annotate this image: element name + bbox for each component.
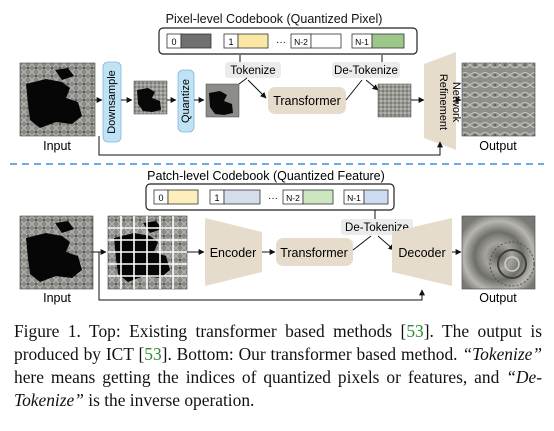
caption-text: ]. Bottom: Our transformer based method.: [161, 344, 463, 364]
caption-text: here means getting the indices of quanti…: [14, 367, 507, 387]
top-quantized-image: [205, 83, 240, 118]
cell-index: 1: [228, 37, 233, 47]
arrow: [247, 79, 267, 99]
top-output-image: [461, 62, 536, 137]
bottom-transformer-label: Transformer: [280, 246, 348, 260]
caption-text: is the inverse operation.: [83, 390, 255, 410]
encoder-block: [205, 218, 262, 286]
cell-swatch: [180, 33, 212, 49]
cell-index: N-2: [294, 37, 308, 47]
skip-connection-arrow: [98, 136, 443, 156]
top-de-tokenize-tag: [332, 62, 400, 78]
cell-swatch: [167, 189, 199, 205]
quantize-pill: Quantize: [177, 69, 195, 133]
cell-index: 1: [214, 193, 219, 203]
arrow: [238, 77, 248, 85]
bottom-input-label: Input: [43, 291, 71, 305]
top-codebook-cell-1: 1: [223, 33, 269, 49]
top-codebook-cell-0: 0: [166, 33, 212, 49]
codebook-ellipsis: ···: [276, 37, 286, 48]
downsample-label: Downsample: [106, 70, 118, 134]
cell-swatch: [223, 189, 261, 205]
patch-grid-image: [107, 215, 188, 290]
cell-index: 0: [171, 37, 176, 47]
tokenize-tag: [225, 62, 281, 78]
cell-index: N-1: [347, 193, 361, 203]
citation-link[interactable]: 53: [144, 344, 162, 364]
cell-swatch: [310, 33, 342, 49]
cell-swatch: [363, 189, 389, 205]
top-input-image: [19, 62, 96, 137]
top-codebook-cell-n1: N-1: [351, 33, 405, 49]
cell-index: N-1: [355, 37, 369, 47]
arrow: [352, 235, 372, 251]
top-codebook-cell-n2: N-2: [290, 33, 342, 49]
arrow: [345, 79, 363, 101]
caption-term-tokenize: “Tokenize”: [462, 344, 542, 364]
figure-diagram: Pixel-level Codebook (Quantized Pixel) 0…: [10, 12, 544, 305]
caption-text: Top: Existing transformer based methods …: [80, 321, 407, 341]
refinement-line1: Refinement: [437, 74, 449, 130]
codebook-ellipsis: ···: [268, 193, 278, 204]
downsample-pill: Downsample: [102, 61, 122, 143]
caption-text: ]. The output is produced by ICT [: [14, 321, 543, 364]
encoder-label: Encoder: [210, 246, 257, 260]
bottom-transformer-block: [276, 238, 353, 266]
decoder-label: Decoder: [398, 246, 445, 260]
top-detokenized-image: [377, 83, 412, 118]
cell-swatch: [371, 33, 405, 49]
bottom-output-image: [461, 215, 536, 290]
top-codebook-title: Pixel-level Codebook (Quantized Pixel): [166, 12, 383, 26]
top-input-label: Input: [43, 139, 71, 153]
bottom-de-tokenize-tag: [341, 219, 413, 235]
bottom-codebook-cell-0: 0: [153, 189, 199, 205]
bottom-de-tokenize-label: De-Tokenize: [345, 222, 409, 234]
bottom-input-image: [19, 215, 94, 290]
bottom-codebook-title: Patch-level Codebook (Quantized Feature): [147, 169, 385, 183]
caption-figure-number: Figure 1.: [14, 321, 81, 341]
decoder-block: [392, 218, 452, 286]
bottom-codebook-cell-1: 1: [209, 189, 261, 205]
citation-link[interactable]: 53: [406, 321, 424, 341]
arrow: [365, 79, 379, 91]
refinement-network-block: Refinement Network: [424, 52, 462, 150]
quantize-label: Quantize: [180, 79, 192, 123]
arrow: [377, 235, 395, 251]
cell-index: N-2: [286, 193, 300, 203]
refinement-line2: Network: [450, 82, 462, 123]
cell-swatch: [237, 33, 269, 49]
cell-swatch: [302, 189, 334, 205]
skip-connection-arrow: [98, 252, 425, 301]
bottom-codebook-cell-n1: N-1: [343, 189, 389, 205]
bottom-codebook-cell-n2: N-2: [282, 189, 334, 205]
tokenize-label: Tokenize: [230, 65, 275, 77]
top-transformer-label: Transformer: [273, 94, 341, 108]
caption-term-de-tokenize: “De-Tokenize”: [14, 367, 542, 410]
figure-caption: Figure 1. Top: Existing transformer base…: [14, 320, 542, 412]
cell-index: 0: [158, 193, 163, 203]
top-output-label: Output: [479, 139, 517, 153]
bottom-output-label: Output: [479, 291, 517, 305]
top-de-tokenize-label: De-Tokenize: [334, 65, 398, 77]
top-downsampled-image: [133, 80, 168, 115]
top-transformer-block: [268, 87, 346, 114]
